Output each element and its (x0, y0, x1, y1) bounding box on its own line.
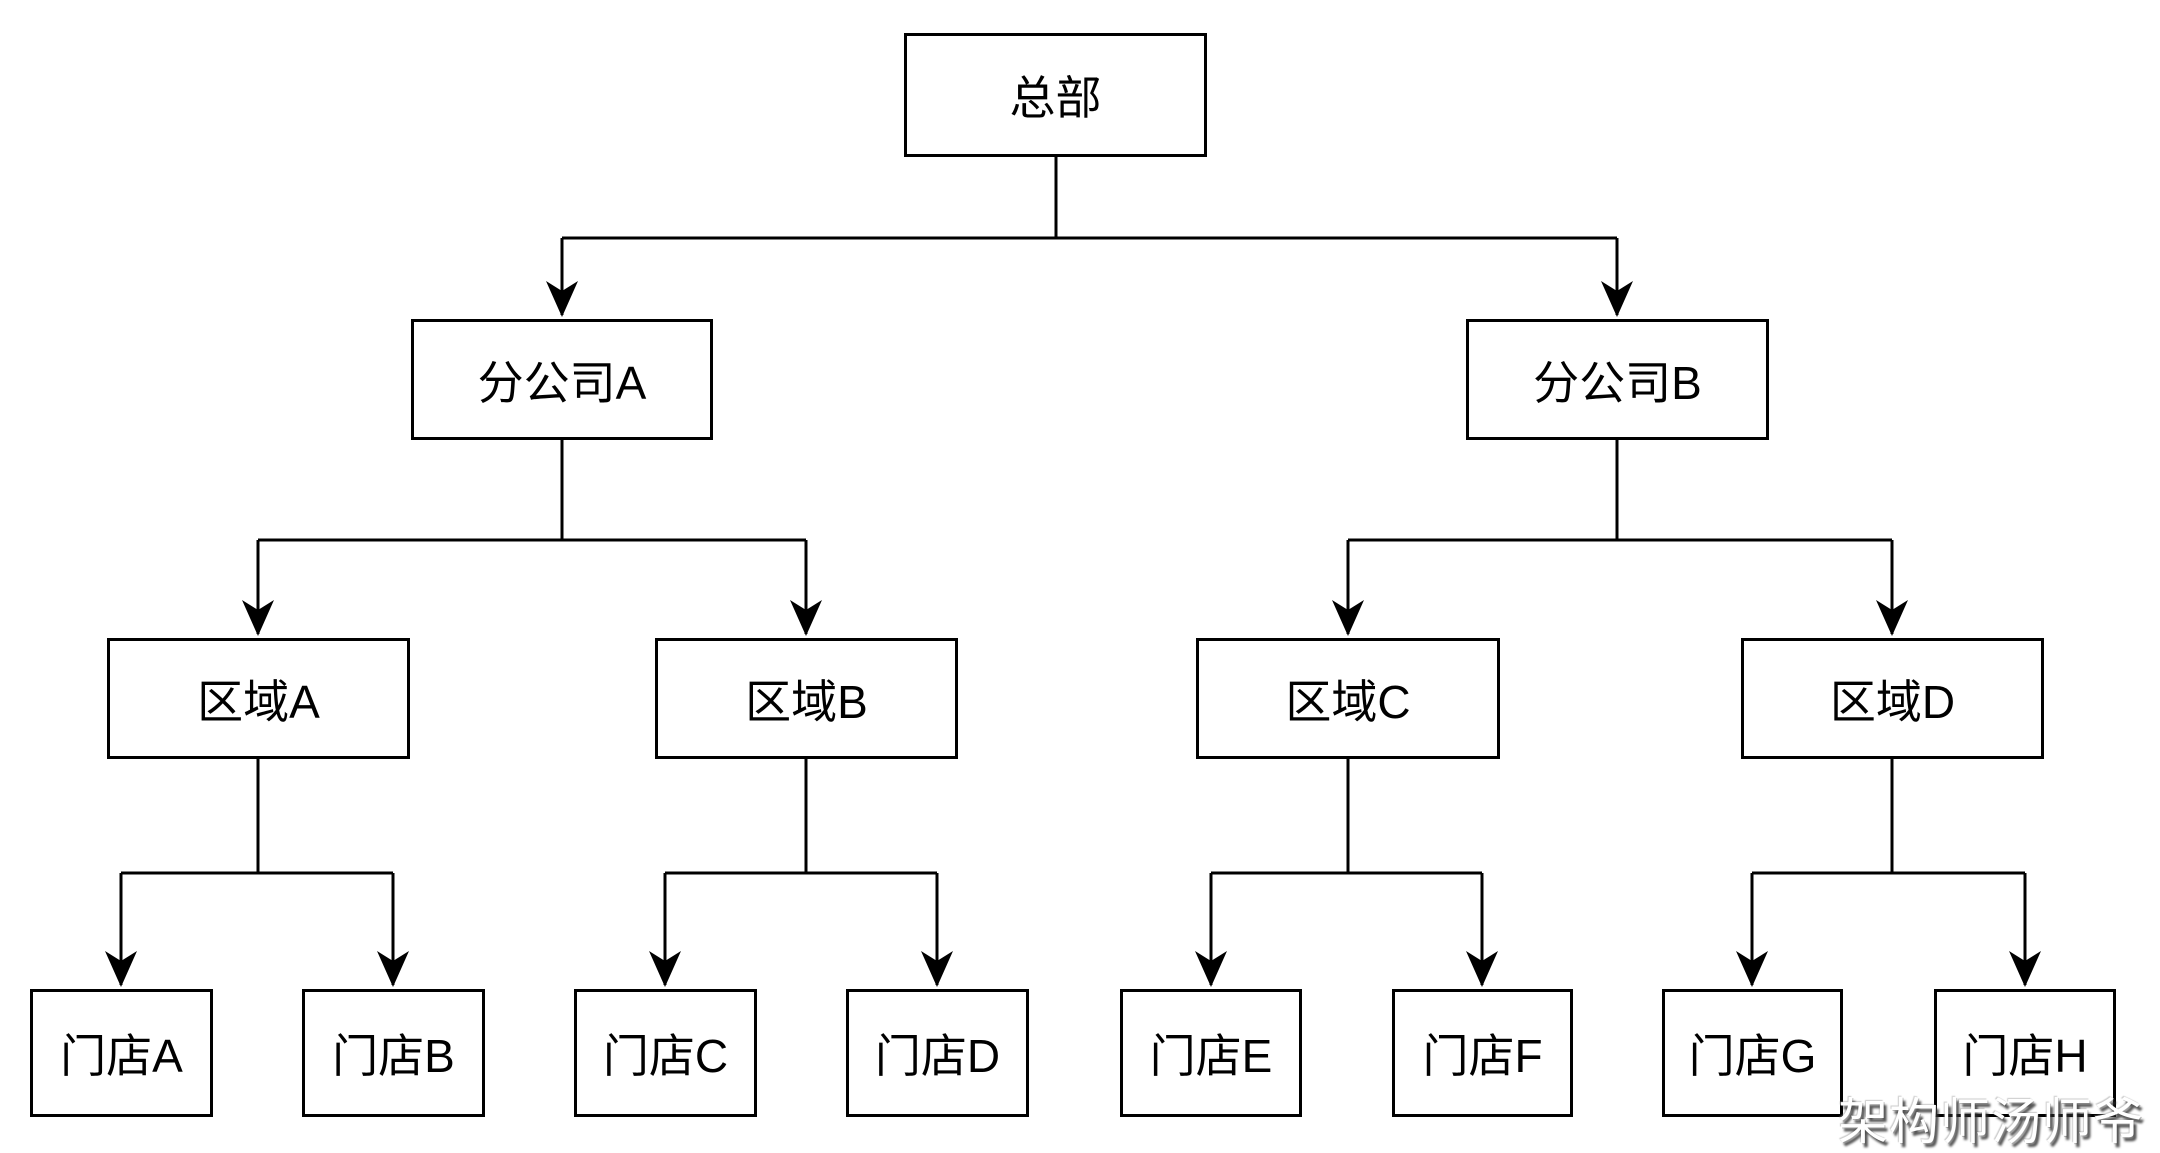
org-node-store-e: 门店E (1120, 989, 1302, 1117)
org-node-store-g: 门店G (1662, 989, 1843, 1117)
org-node-region-a: 区域A (107, 638, 410, 759)
org-node-branch-b: 分公司B (1466, 319, 1769, 440)
watermark-text: 架构师汤师爷 (1838, 1094, 2144, 1150)
org-node-branch-a: 分公司A (411, 319, 713, 440)
org-node-hq: 总部 (904, 33, 1207, 157)
org-node-region-d: 区域D (1741, 638, 2044, 759)
org-node-store-d: 门店D (846, 989, 1029, 1117)
org-node-store-c: 门店C (574, 989, 757, 1117)
org-node-region-c: 区域C (1196, 638, 1500, 759)
connector-lines (105, 157, 2041, 987)
org-node-store-b: 门店B (302, 989, 485, 1117)
org-node-store-h: 门店H (1934, 989, 2116, 1117)
org-node-store-a: 门店A (30, 989, 213, 1117)
org-node-region-b: 区域B (655, 638, 958, 759)
org-node-store-f: 门店F (1392, 989, 1573, 1117)
